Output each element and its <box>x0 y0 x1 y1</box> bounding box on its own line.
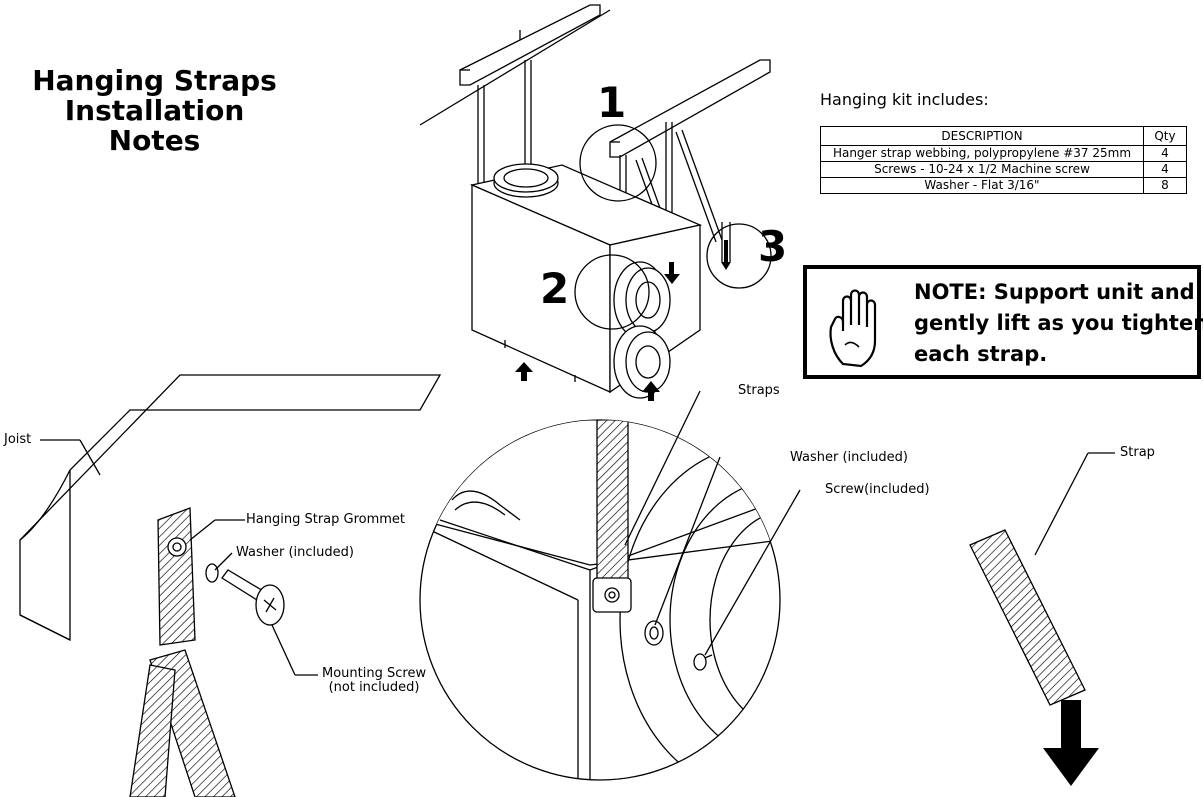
arrow-down-icon <box>1043 700 1099 786</box>
arrow-down-icon <box>664 262 680 284</box>
title-line-1: Hanging Straps <box>32 64 277 97</box>
step-number-3: 3 <box>758 222 788 271</box>
title-line-2: Installation <box>64 94 245 127</box>
column-description: DESCRIPTION <box>820 126 1144 146</box>
title-line-3: Notes <box>108 124 201 157</box>
page-title: Hanging Straps Installation Notes <box>22 66 287 156</box>
table-row: Screws - 10-24 x 1/2 Machine screw 4 <box>820 161 1187 178</box>
hand-stop-icon <box>829 289 877 368</box>
note-line-3: each strap. <box>914 342 1048 366</box>
callout-washer-center: Washer (included) <box>790 450 908 465</box>
row-description: Screws - 10-24 x 1/2 Machine screw <box>820 161 1144 178</box>
table-row: Hanger strap webbing, polypropylene #37 … <box>820 145 1187 162</box>
callout-straps: Straps <box>738 383 780 398</box>
note-line-1: NOTE: Support unit and <box>914 280 1195 304</box>
row-qty: 8 <box>1143 177 1187 194</box>
callout-mounting-screw-line-1: Mounting Screw <box>322 666 427 681</box>
row-description: Washer - Flat 3/16" <box>820 177 1144 194</box>
row-description: Hanger strap webbing, polypropylene #37 … <box>820 145 1144 162</box>
kit-table: DESCRIPTION Qty Hanger strap webbing, po… <box>820 126 1187 194</box>
note-text: NOTE: Support unit and gently lift as yo… <box>914 277 1203 370</box>
callout-washer-left: Washer (included) <box>236 545 354 560</box>
arrow-up-icon <box>515 362 533 381</box>
row-qty: 4 <box>1143 145 1187 162</box>
kit-heading: Hanging kit includes: <box>820 90 989 109</box>
row-qty: 4 <box>1143 161 1187 178</box>
column-qty: Qty <box>1143 126 1187 146</box>
arrow-up-icon <box>642 381 660 401</box>
joist-detail <box>19 374 442 797</box>
callout-mounting-screw-line-2: (not included) <box>328 680 420 695</box>
callout-screw-center: Screw(included) <box>825 482 930 497</box>
magnified-detail <box>419 390 801 781</box>
note-box: NOTE: Support unit and gently lift as yo… <box>803 265 1203 379</box>
callout-grommet: Hanging Strap Grommet <box>246 512 406 527</box>
callout-joist: Joist <box>4 432 32 447</box>
arrow-down-icon <box>721 240 731 270</box>
step-number-2: 2 <box>540 264 570 313</box>
callout-strap-right: Strap <box>1120 445 1155 460</box>
unit-illustration <box>419 4 772 399</box>
callout-mounting-screw: Mounting Screw (not included) <box>322 667 426 695</box>
note-line-2: gently lift as you tighten <box>914 311 1203 335</box>
strap-detail <box>969 452 1115 706</box>
table-header-row: DESCRIPTION Qty <box>820 126 1187 146</box>
table-row: Washer - Flat 3/16" 8 <box>820 177 1187 194</box>
step-number-1: 1 <box>597 78 627 127</box>
